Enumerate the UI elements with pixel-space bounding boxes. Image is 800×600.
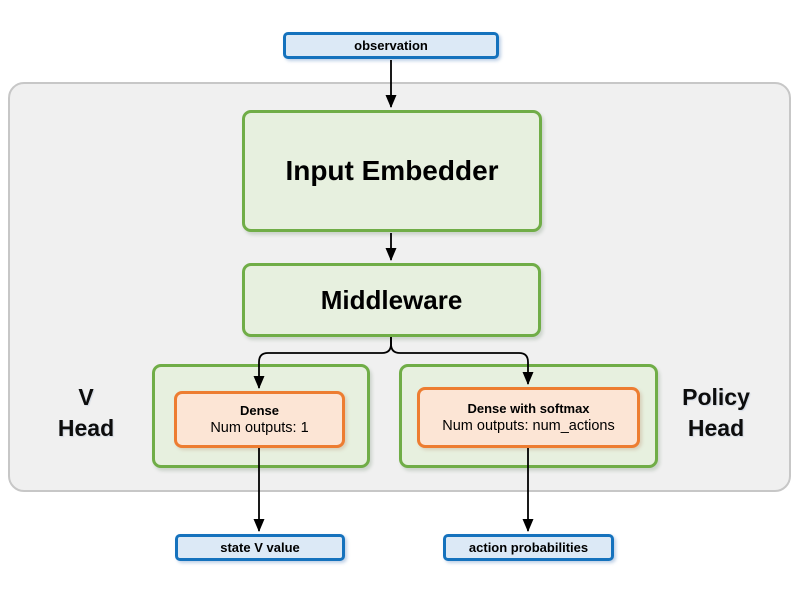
observation-label: observation: [354, 38, 428, 53]
input-embedder-label: Input Embedder: [285, 155, 499, 186]
observation-node: observation: [283, 32, 499, 59]
policy-dense-title: Dense with softmax: [467, 400, 590, 416]
state-v-value-node: state V value: [175, 534, 345, 561]
policy-head-label-line1: Policy: [682, 384, 750, 410]
policy-head-dense-node: Dense with softmax Num outputs: num_acti…: [417, 387, 640, 448]
v-dense-title: Dense: [239, 402, 280, 418]
v-head-label: V Head: [36, 382, 136, 444]
v-head-dense-node: Dense Num outputs: 1: [174, 391, 345, 448]
middleware-label: Middleware: [320, 284, 463, 315]
state-v-value-label: state V value: [220, 540, 300, 555]
policy-dense-subtitle: Num outputs: num_actions: [442, 417, 615, 434]
action-probabilities-label: action probabilities: [468, 540, 589, 555]
middleware-node: Middleware: [242, 263, 541, 337]
policy-head-label-line2: Head: [687, 415, 745, 441]
v-head-label-line1: V: [78, 384, 94, 410]
input-embedder-node: Input Embedder: [242, 110, 542, 232]
v-head-label-line2: Head: [57, 415, 115, 441]
v-dense-subtitle: Num outputs: 1: [210, 419, 309, 436]
action-probabilities-node: action probabilities: [443, 534, 614, 561]
policy-head-label: Policy Head: [666, 382, 766, 444]
